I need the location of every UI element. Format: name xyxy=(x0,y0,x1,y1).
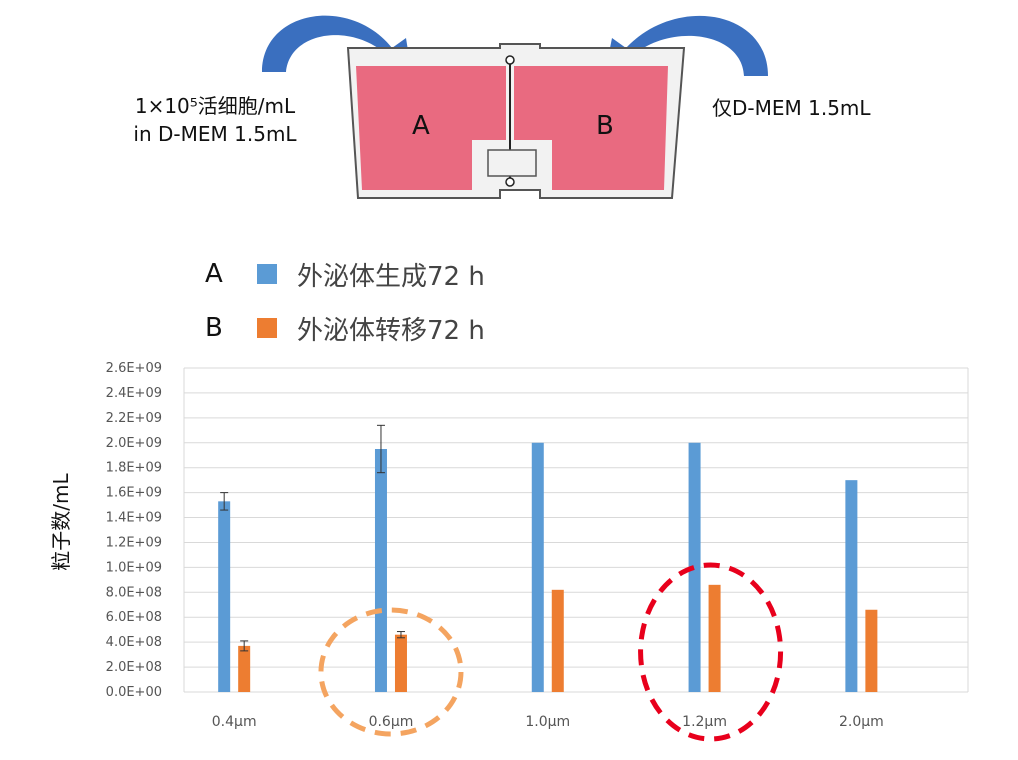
bar-transfer xyxy=(708,584,721,692)
membrane-pin-top xyxy=(505,55,515,65)
left-arrow-icon xyxy=(262,15,412,76)
highlight-circle xyxy=(318,607,464,737)
y-tick-label: 6.0E+08 xyxy=(106,610,162,625)
membrane-pin-bottom xyxy=(505,177,515,187)
y-tick-label: 1.0E+09 xyxy=(106,560,162,575)
chamber-b-medium xyxy=(514,66,668,190)
bar-generation xyxy=(845,480,858,692)
y-tick-label: 2.0E+08 xyxy=(106,660,162,675)
legend-key-b: B xyxy=(205,313,223,343)
y-tick-label: 1.6E+09 xyxy=(106,486,162,501)
x-category-label: 1.2μm xyxy=(682,714,727,730)
x-category-labels: 0.4μm 0.6μm 1.0μm 1.2μm 2.0μm xyxy=(212,714,884,730)
x-category-label: 1.0μm xyxy=(525,714,570,730)
y-tick-label: 4.0E+08 xyxy=(106,635,162,650)
chamber-a-medium xyxy=(356,66,506,190)
x-category-label: 2.0μm xyxy=(839,714,884,730)
bar-chart: 0.0E+00 2.0E+08 4.0E+08 6.0E+08 8.0E+08 1.0E+… xyxy=(49,361,969,742)
legend-item-a: A 外泌体生成72 h xyxy=(205,256,485,292)
left-chamber-description: 1×10⁵活细胞/mL in D-MEM 1.5mL xyxy=(110,92,320,148)
y-tick-labels: 0.0E+00 2.0E+08 4.0E+08 6.0E+08 8.0E+08 1.0E+… xyxy=(106,361,162,700)
bar-transfer xyxy=(394,634,407,692)
legend-text-b: 外泌体转移72 h xyxy=(297,315,485,346)
highlight-circle xyxy=(638,562,784,742)
bar-transfer xyxy=(865,609,878,692)
legend-swatch-b xyxy=(257,318,277,338)
bar-generation xyxy=(688,442,701,692)
right-arrow-icon xyxy=(604,15,768,78)
bar-generation xyxy=(531,442,544,692)
legend-text-a: 外泌体生成72 h xyxy=(297,261,485,292)
x-category-label: 0.6μm xyxy=(369,714,414,730)
y-tick-label: 2.6E+09 xyxy=(106,361,162,376)
chamber-a-label: A xyxy=(412,111,430,141)
legend-item-b: B 外泌体转移72 h xyxy=(205,310,485,346)
left-description-line1: 1×10⁵活细胞/mL xyxy=(134,94,296,118)
bar-generation xyxy=(374,449,387,692)
bar-generation xyxy=(218,501,231,692)
y-tick-label: 8.0E+08 xyxy=(106,585,162,600)
x-category-label: 0.4μm xyxy=(212,714,257,730)
y-tick-label: 1.8E+09 xyxy=(106,461,162,476)
transwell-diagram: A B xyxy=(262,15,768,199)
legend-swatch-a xyxy=(257,264,277,284)
y-tick-label: 1.2E+09 xyxy=(106,535,162,550)
highlight-circles xyxy=(318,562,784,742)
y-tick-label: 2.0E+09 xyxy=(106,436,162,451)
y-tick-label: 0.0E+00 xyxy=(106,685,162,700)
y-tick-label: 2.2E+09 xyxy=(106,411,162,426)
bar-transfer xyxy=(551,589,564,692)
bars xyxy=(218,442,878,692)
y-tick-label: 1.4E+09 xyxy=(106,511,162,526)
y-tick-label: 2.4E+09 xyxy=(106,386,162,401)
right-chamber-description: 仅D-MEM 1.5mL xyxy=(712,96,871,120)
center-block xyxy=(487,149,537,177)
gridlines xyxy=(183,367,969,693)
legend-key-a: A xyxy=(205,259,223,289)
y-axis-label: 粒子数/mL xyxy=(49,472,73,570)
chamber-b-label: B xyxy=(596,111,614,141)
error-bars xyxy=(220,424,405,652)
bar-transfer xyxy=(238,645,251,692)
left-description-line2: in D-MEM 1.5mL xyxy=(133,122,297,146)
